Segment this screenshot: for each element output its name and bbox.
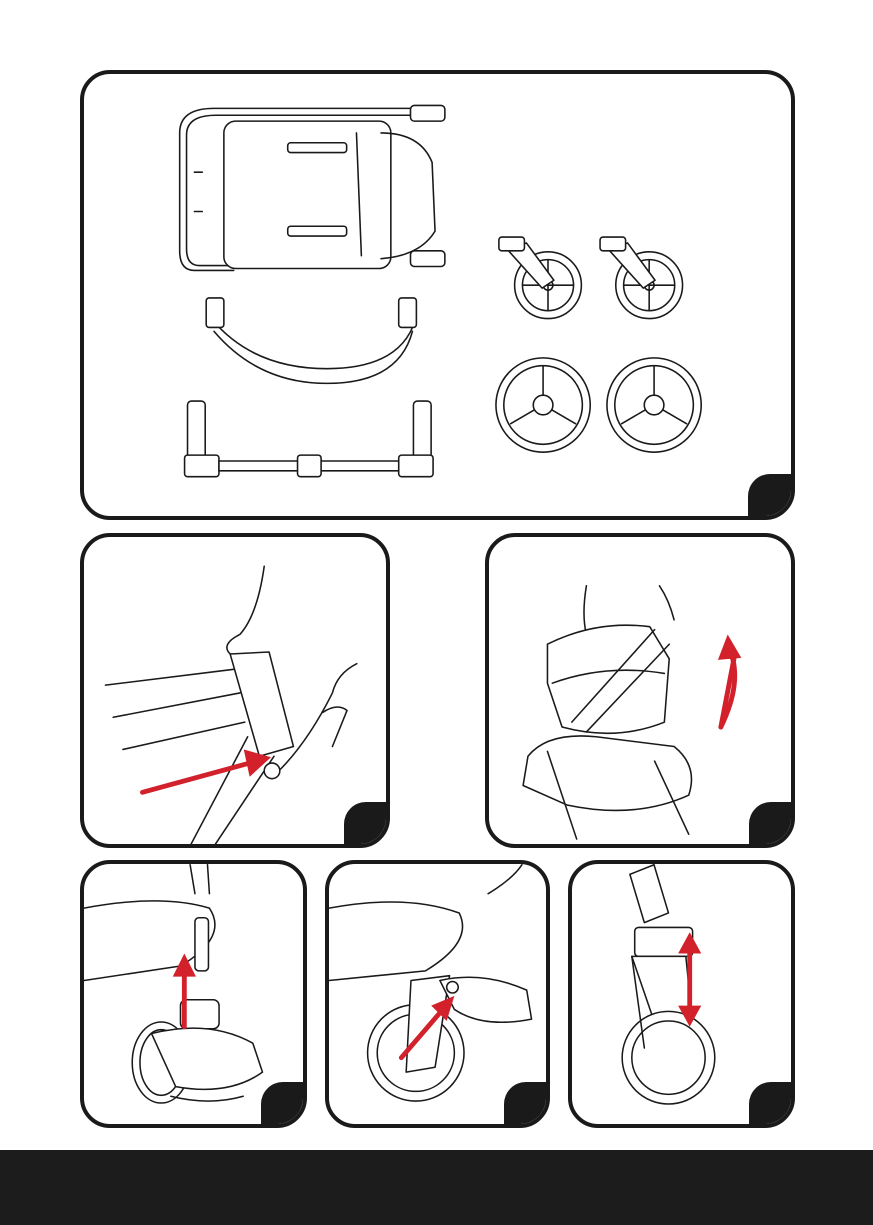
step-insert-wheel-post-panel [80, 860, 307, 1128]
footer-bar [0, 1150, 873, 1225]
front-wheel-illustration [600, 237, 683, 319]
seat-frame-illustration [180, 105, 445, 270]
parts-overview-panel [80, 70, 795, 520]
bumper-bar-illustration [206, 298, 416, 383]
step-wheel-lock-adjust-panel [568, 860, 795, 1128]
step-attach-bumper-panel [80, 533, 390, 848]
corner-tab [748, 474, 793, 518]
corner-tab [749, 1082, 793, 1126]
corner-tab [261, 1082, 305, 1126]
rear-wheel-illustration [607, 358, 701, 452]
step-unfold-frame-panel [485, 533, 795, 848]
rear-wheel-illustration [496, 358, 590, 452]
rear-axle-illustration [185, 401, 434, 477]
corner-tab [344, 802, 388, 846]
parts-overview-illustration [84, 74, 791, 516]
attach-bumper-illustration [84, 537, 386, 844]
unfold-frame-illustration [489, 537, 791, 844]
front-wheel-illustration [499, 237, 582, 319]
corner-tab [749, 802, 793, 846]
step-press-wheel-button-panel [325, 860, 550, 1128]
corner-tab [504, 1082, 548, 1126]
